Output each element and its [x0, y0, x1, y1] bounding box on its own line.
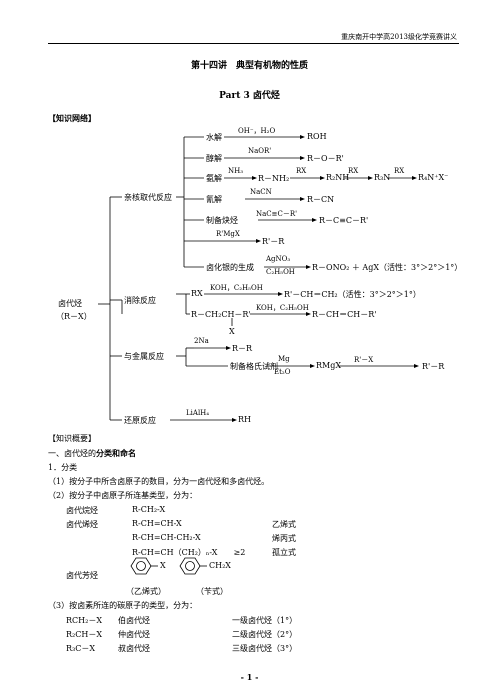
row0-a: 卤代烷烃: [66, 506, 98, 515]
branch-substitution: 亲核取代反应: [124, 193, 172, 202]
cyanation-product: R－CN: [307, 195, 335, 204]
aromatic-x1: X: [160, 561, 166, 570]
cyanation-label: 氰解: [206, 195, 222, 204]
root-label: 卤代烃: [58, 299, 82, 308]
ammonolysis-reagent4: RX: [394, 167, 405, 175]
metal-row2-product: R'－R: [422, 362, 445, 371]
alkyne-product: R－C≡C－R': [319, 216, 369, 225]
section1-prefix: 一、卤代烃的: [48, 449, 96, 458]
class0-name: 伯卤代烃: [118, 616, 150, 625]
silver-product: R－ONO₂ ＋ AgX（活性：3°＞2°＞1°）: [312, 263, 463, 272]
ammonolysis-reagent2: RX: [296, 167, 307, 175]
class2-code: 三级卤代烃（3°）: [232, 644, 298, 653]
alcoholysis-product: R－O－R': [307, 154, 344, 163]
network-heading: 【知识网络】: [48, 113, 96, 123]
alcoholysis-reagent: NaOR': [248, 147, 272, 155]
para3: （3）按卤素所连的碳原子的类型，分为：: [48, 601, 198, 610]
para2: （2）按分子中卤原子所连基类型，分为：: [48, 491, 198, 500]
hydrolysis-reagent: OH⁻，H₂O: [238, 127, 276, 135]
header-rule: [48, 43, 459, 44]
class1-formula: R₂CH－X: [66, 630, 103, 639]
metal-row2-reagent2: R'－X: [354, 356, 374, 364]
section1-heading: 一、卤代烃的分类和命名: [48, 448, 136, 459]
ammonolysis-p2: R₂NH: [326, 173, 350, 182]
ammonolysis-p1: R－NH₂: [258, 174, 290, 183]
class1-code: 二级卤代烃（2°）: [232, 630, 298, 639]
elim-row2-start: R－CH₂CH－R': [191, 310, 251, 319]
row0-b: R-CH₂-X: [132, 505, 166, 514]
elim-row1-start: RX: [191, 289, 203, 298]
branch-metal: 与金属反应: [124, 352, 164, 361]
alkyne-reagent: NaC≡C－R': [256, 210, 298, 218]
branch-reduction: 还原反应: [124, 416, 156, 425]
branch-elimination: 消除反应: [124, 296, 156, 305]
reduction-reagent: LiAlH₄: [186, 409, 210, 417]
elim-row2-product: R－CH＝CH－R': [312, 310, 377, 319]
elim-row2-x: X: [229, 327, 235, 336]
page-title: 第十四讲 典型有机物的性质: [190, 61, 308, 71]
grignard-product: R'－R: [262, 237, 285, 246]
class2-name: 叔卤代烃: [118, 644, 150, 653]
row1-c: 乙烯式: [272, 520, 296, 529]
ammonolysis-reagent3: RX: [348, 167, 359, 175]
overview-heading: 【知识概要】: [48, 434, 96, 443]
item1: 1．分类: [48, 463, 78, 472]
part-title: Part 3 卤代烃: [219, 91, 280, 101]
metal-row2-reagent-bottom: Et₂O: [274, 368, 291, 376]
ammonolysis-reagent1: NH₃: [228, 167, 244, 175]
metal-row2-label: 制备格氏试剂: [230, 362, 278, 371]
hydrolysis-label: 水解: [206, 133, 222, 142]
aromatic-x2: CH₂X: [209, 561, 231, 570]
reduction-product: RH: [238, 415, 251, 424]
row3-b: R-CH=CH（CH₂）ₙ-X ≥2: [132, 548, 246, 557]
page-header: 重庆南开中学高2013级化学竞赛讲义: [341, 33, 457, 41]
aromatic-caption1: （乙烯式）: [126, 587, 166, 596]
metal-row1-product: R－R: [232, 344, 253, 353]
cyanation-reagent: NaCN: [250, 188, 272, 196]
silver-label: 卤化银的生成: [206, 263, 254, 272]
metal-row1-reagent: 2Na: [194, 337, 209, 345]
silver-reagent-bottom: C₂H₅OH: [266, 268, 295, 276]
row3-c: 孤立式: [272, 548, 296, 557]
ammonolysis-p4: R₄N⁺X⁻: [418, 173, 449, 182]
alkyne-label: 制备炔烃: [206, 216, 238, 225]
row2-c: 烯丙式: [272, 534, 296, 543]
ammonolysis-p3: R₃N: [374, 173, 391, 182]
ammonolysis-label: 氨解: [206, 174, 222, 183]
hydrolysis-product: ROH: [307, 132, 327, 141]
row1-a: 卤代烯烃: [66, 520, 98, 529]
class0-code: 一级卤代烃（1°）: [232, 616, 298, 625]
alcoholysis-label: 醇解: [206, 154, 222, 163]
aromatic-label: 卤代芳烃: [66, 571, 98, 580]
metal-row2-reagent-top: Mg: [278, 355, 290, 363]
aromatic-caption2: （苄式）: [196, 587, 228, 596]
elim-row1-reagent: KOH，C₂H₅OH: [210, 284, 263, 292]
class2-formula: R₃C－X: [66, 644, 96, 653]
silver-reagent-top: AgNO₃: [266, 255, 291, 263]
root-formula: （R－X）: [56, 312, 92, 321]
para1: （1）按分子中所含卤原子的数目，分为一卤代烃和多卤代烃。: [48, 477, 270, 486]
page-number: - 1 -: [240, 672, 259, 682]
class1-name: 仲卤代烃: [118, 630, 150, 639]
class0-formula: RCH₂－X: [66, 616, 103, 625]
elim-row2-reagent: KOH，C₂H₅OH: [256, 304, 309, 312]
row1-b: R-CH=CH-X: [132, 519, 182, 528]
elim-row1-product: R'－CH＝CH₂（活性：3°＞2°＞1°）: [284, 290, 421, 299]
row2-b: R-CH=CH-CH₂-X: [132, 533, 201, 542]
section1-bold: 分类和命名: [96, 448, 136, 458]
grignard-reagent: R'MgX: [216, 230, 240, 238]
metal-row2-mid: RMgX: [316, 361, 342, 370]
